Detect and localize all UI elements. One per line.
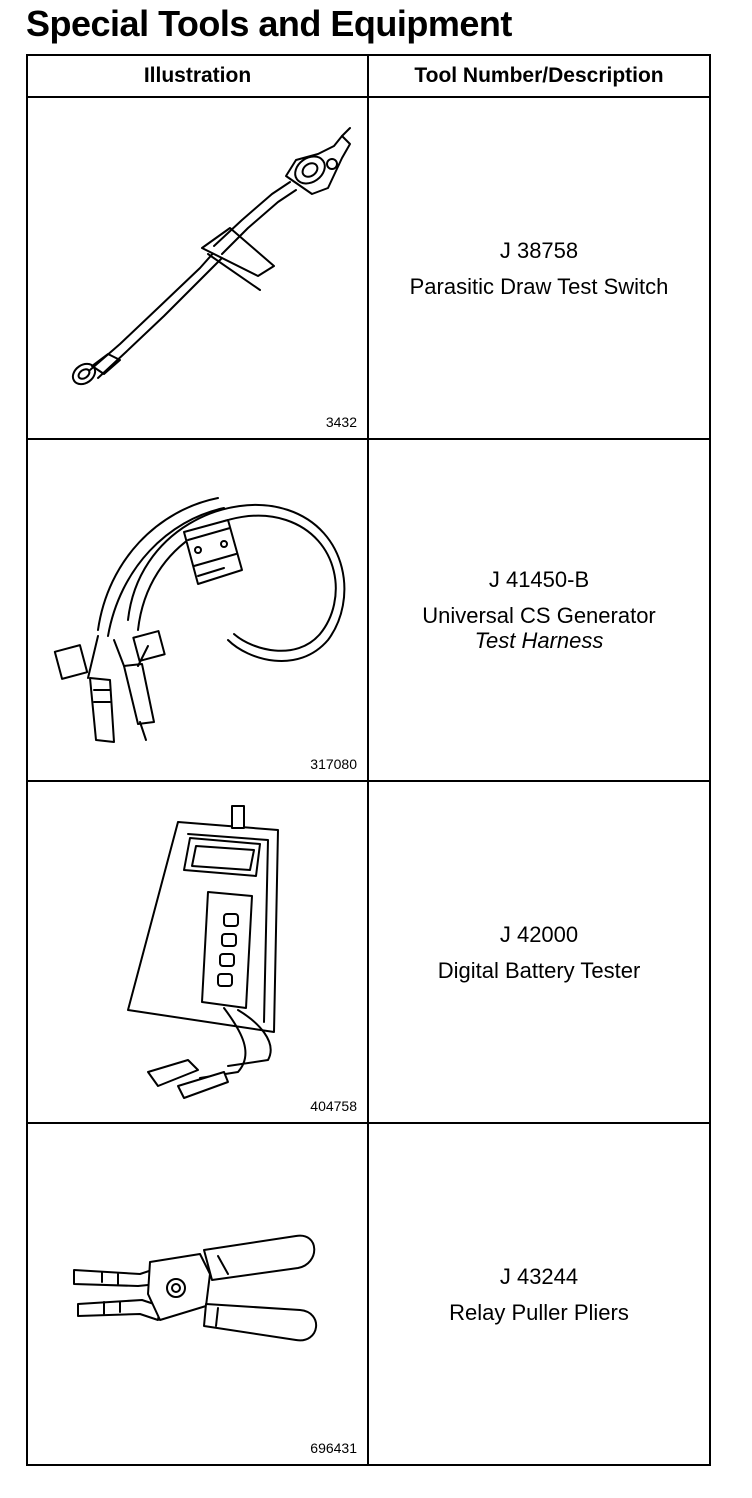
tool-number: J 42000 (499, 921, 579, 947)
page-title: Special Tools and Equipment (26, 3, 512, 44)
relay-puller-pliers-illustration (73, 1234, 318, 1342)
digital-battery-tester-illustration (127, 805, 279, 1099)
illustration-cell: 3432 (26, 96, 369, 440)
tool-description: Parasitic Draw Test Switch (409, 273, 669, 299)
table-row: 404758 J 42000 Digital Battery Tester (26, 780, 711, 1124)
figure-number: 404758 (310, 1098, 357, 1114)
tool-description: Digital Battery Tester (437, 957, 641, 983)
figure-number: 696431 (310, 1440, 357, 1456)
illustration-cell: 696431 (26, 1122, 369, 1466)
tool-number: J 43244 (499, 1263, 579, 1289)
table-header-row: Illustration Tool Number/Description (26, 54, 711, 98)
description-cell: J 41450-B Universal CS Generator Test Ha… (367, 438, 711, 782)
tool-number: J 38758 (499, 237, 579, 263)
figure-number: 317080 (310, 756, 357, 772)
figure-number: 3432 (325, 414, 357, 430)
table-row: 696431 J 43244 Relay Puller Pliers (26, 1122, 711, 1466)
description-cell: J 43244 Relay Puller Pliers (367, 1122, 711, 1466)
illustration-cell: 404758 (26, 780, 369, 1124)
illustration-cell: 317080 (26, 438, 369, 782)
generator-test-harness-illustration (53, 497, 346, 743)
table-row: 317080 J 41450-B Universal CS Generator … (26, 438, 711, 782)
tool-description: Universal CS Generator (422, 603, 656, 628)
tool-description: Relay Puller Pliers (449, 1299, 629, 1325)
description-column-header: Tool Number/Description (367, 54, 711, 98)
tool-description-line2: Test Harness (474, 628, 604, 653)
description-cell: J 42000 Digital Battery Tester (367, 780, 711, 1124)
illustration-column-header: Illustration (26, 54, 369, 98)
tool-number: J 41450-B (488, 567, 590, 592)
description-cell: J 38758 Parasitic Draw Test Switch (367, 96, 711, 440)
tools-table: Illustration Tool Number/Description (26, 54, 711, 1466)
table-row: 3432 J 38758 Parasitic Draw Test Switch (26, 96, 711, 440)
parasitic-draw-test-switch-illustration (71, 127, 351, 386)
